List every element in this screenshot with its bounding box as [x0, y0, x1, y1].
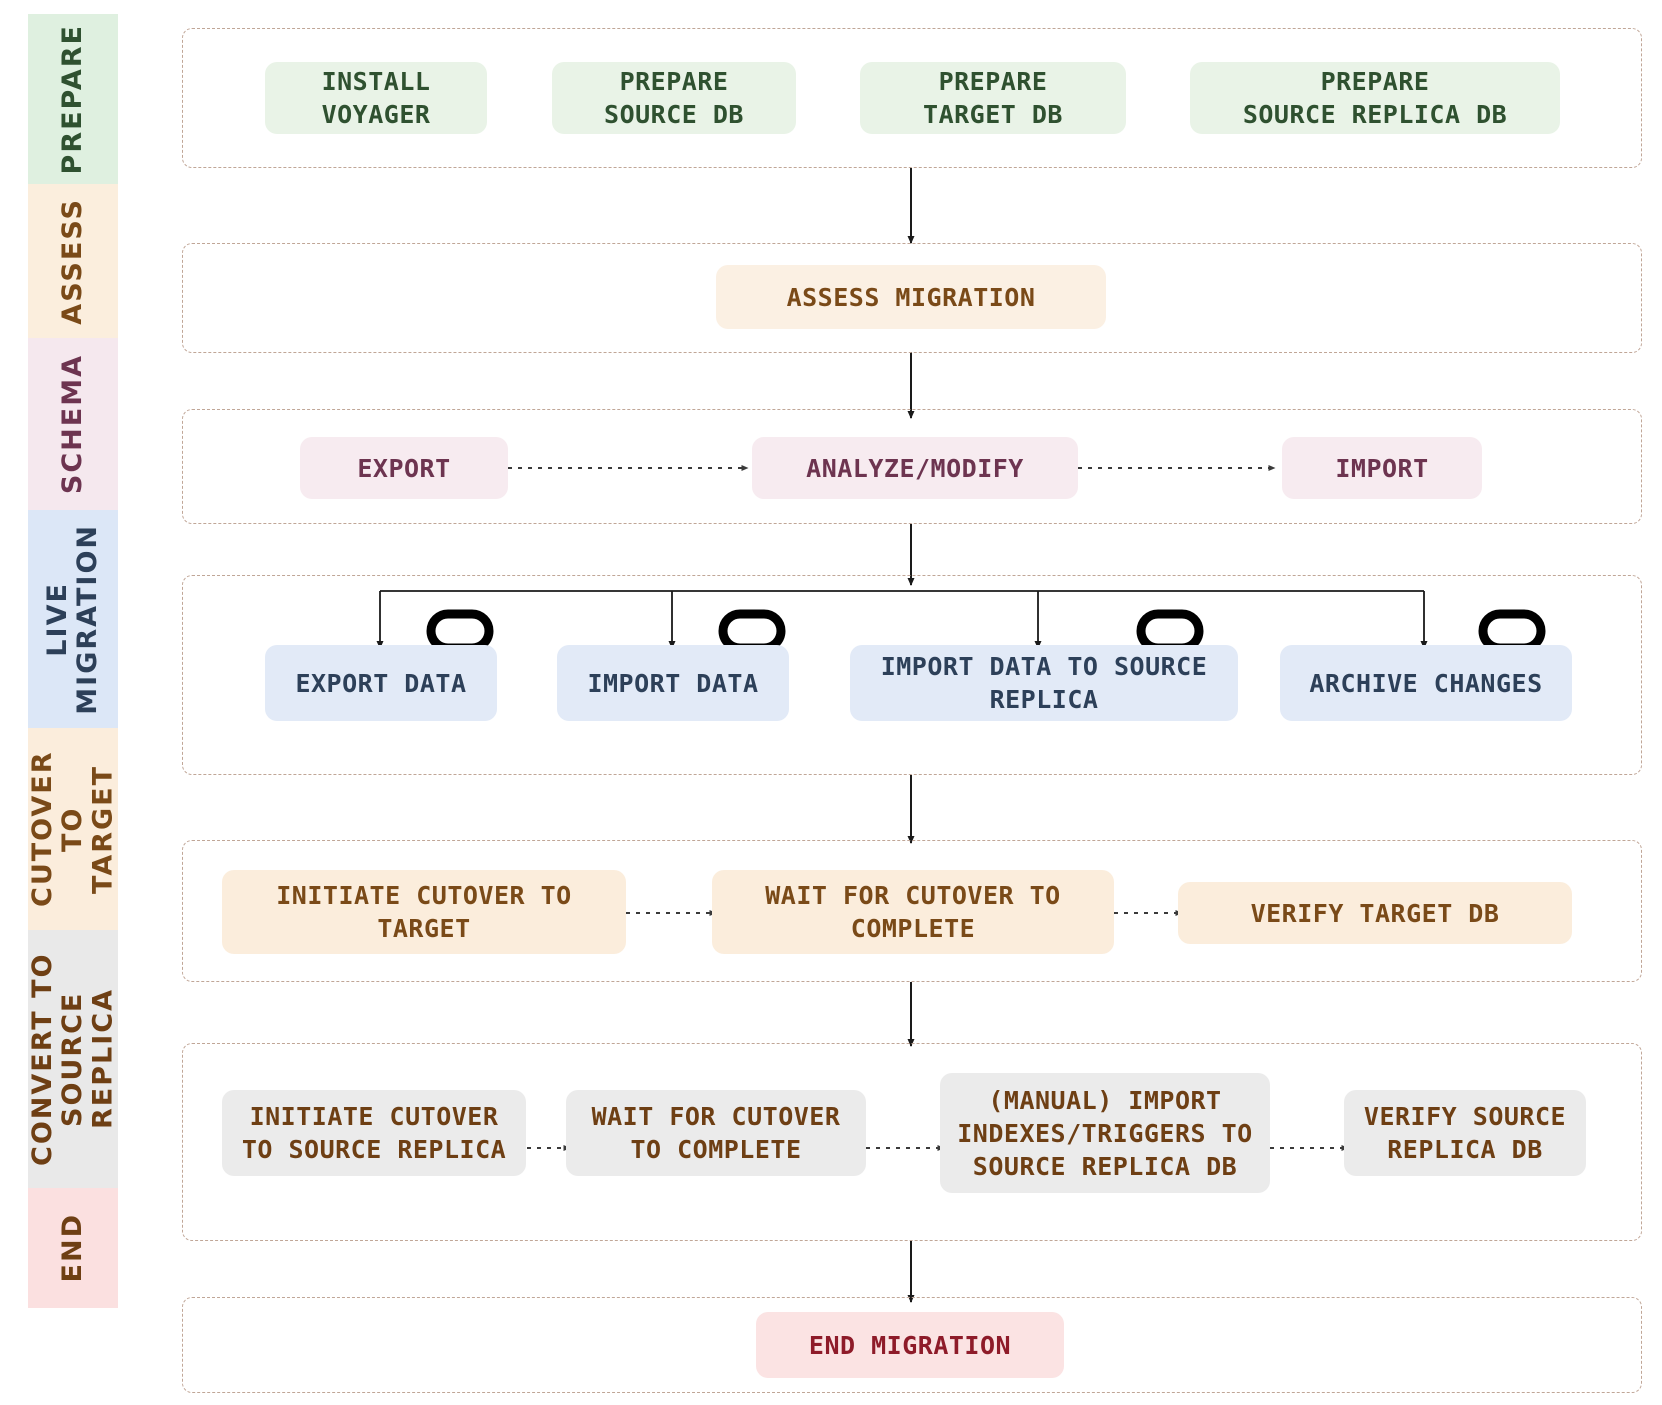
- node-initiate-cutover-to-target[interactable]: INITIATE CUTOVER TO TARGET: [222, 870, 626, 954]
- phase-band-cutover-to-target: CUTOVER TO TARGET: [28, 728, 118, 930]
- node-archive-changes[interactable]: ARCHIVE CHANGES: [1280, 645, 1572, 721]
- phase-label-convert-to-source-replica: CONVERT TO SOURCE REPLICA: [28, 952, 118, 1166]
- node-schema-export[interactable]: EXPORT: [300, 437, 508, 499]
- phase-label-assess: ASSESS: [56, 197, 88, 325]
- node-wait-for-cutover-to-complete-replica[interactable]: WAIT FOR CUTOVER TO COMPLETE: [566, 1090, 866, 1176]
- phase-label-cutover-to-target: CUTOVER TO TARGET: [28, 750, 118, 908]
- node-verify-source-replica-db[interactable]: VERIFY SOURCE REPLICA DB: [1344, 1090, 1586, 1176]
- phase-label-schema: SCHEMA: [56, 353, 88, 495]
- group-convert-to-source-replica: [182, 1043, 1642, 1241]
- node-import-data-to-source-replica[interactable]: IMPORT DATA TO SOURCE REPLICA: [850, 645, 1238, 721]
- phase-label-prepare: PREPARE: [56, 23, 88, 175]
- group-end: [182, 1297, 1642, 1393]
- phase-rail: PREPARE ASSESS SCHEMA LIVE MIGRATION CUT…: [28, 0, 118, 1405]
- node-schema-import[interactable]: IMPORT: [1282, 437, 1482, 499]
- node-prepare-source-db[interactable]: PREPARE SOURCE DB: [552, 62, 796, 134]
- group-live-migration: [182, 575, 1642, 775]
- group-assess: [182, 243, 1642, 353]
- phase-band-live-migration: LIVE MIGRATION: [28, 510, 118, 728]
- node-export-data[interactable]: EXPORT DATA: [265, 645, 497, 721]
- phase-band-schema: SCHEMA: [28, 338, 118, 510]
- node-prepare-target-db[interactable]: PREPARE TARGET DB: [860, 62, 1126, 134]
- phase-band-assess: ASSESS: [28, 184, 118, 338]
- node-assess-migration[interactable]: ASSESS MIGRATION: [716, 265, 1106, 329]
- node-import-data[interactable]: IMPORT DATA: [557, 645, 789, 721]
- phase-label-end: END: [56, 1213, 88, 1283]
- node-install-voyager[interactable]: INSTALL VOYAGER: [265, 62, 487, 134]
- node-manual-import-indexes-triggers[interactable]: (MANUAL) IMPORT INDEXES/TRIGGERS TO SOUR…: [940, 1073, 1270, 1193]
- node-end-migration[interactable]: END MIGRATION: [756, 1312, 1064, 1378]
- phase-band-prepare: PREPARE: [28, 14, 118, 184]
- phase-label-live-migration: LIVE MIGRATION: [41, 523, 103, 715]
- group-prepare: [182, 28, 1642, 168]
- group-cutover-to-target: [182, 840, 1642, 982]
- node-verify-target-db[interactable]: VERIFY TARGET DB: [1178, 882, 1572, 944]
- node-initiate-cutover-to-source-replica[interactable]: INITIATE CUTOVER TO SOURCE REPLICA: [222, 1090, 526, 1176]
- phase-band-end: END: [28, 1188, 118, 1308]
- group-schema: [182, 409, 1642, 524]
- node-schema-analyze-modify[interactable]: ANALYZE/MODIFY: [752, 437, 1078, 499]
- phase-band-convert-to-source-replica: CONVERT TO SOURCE REPLICA: [28, 930, 118, 1188]
- node-prepare-source-replica-db[interactable]: PREPARE SOURCE REPLICA DB: [1190, 62, 1560, 134]
- node-wait-for-cutover-to-complete-target[interactable]: WAIT FOR CUTOVER TO COMPLETE: [712, 870, 1114, 954]
